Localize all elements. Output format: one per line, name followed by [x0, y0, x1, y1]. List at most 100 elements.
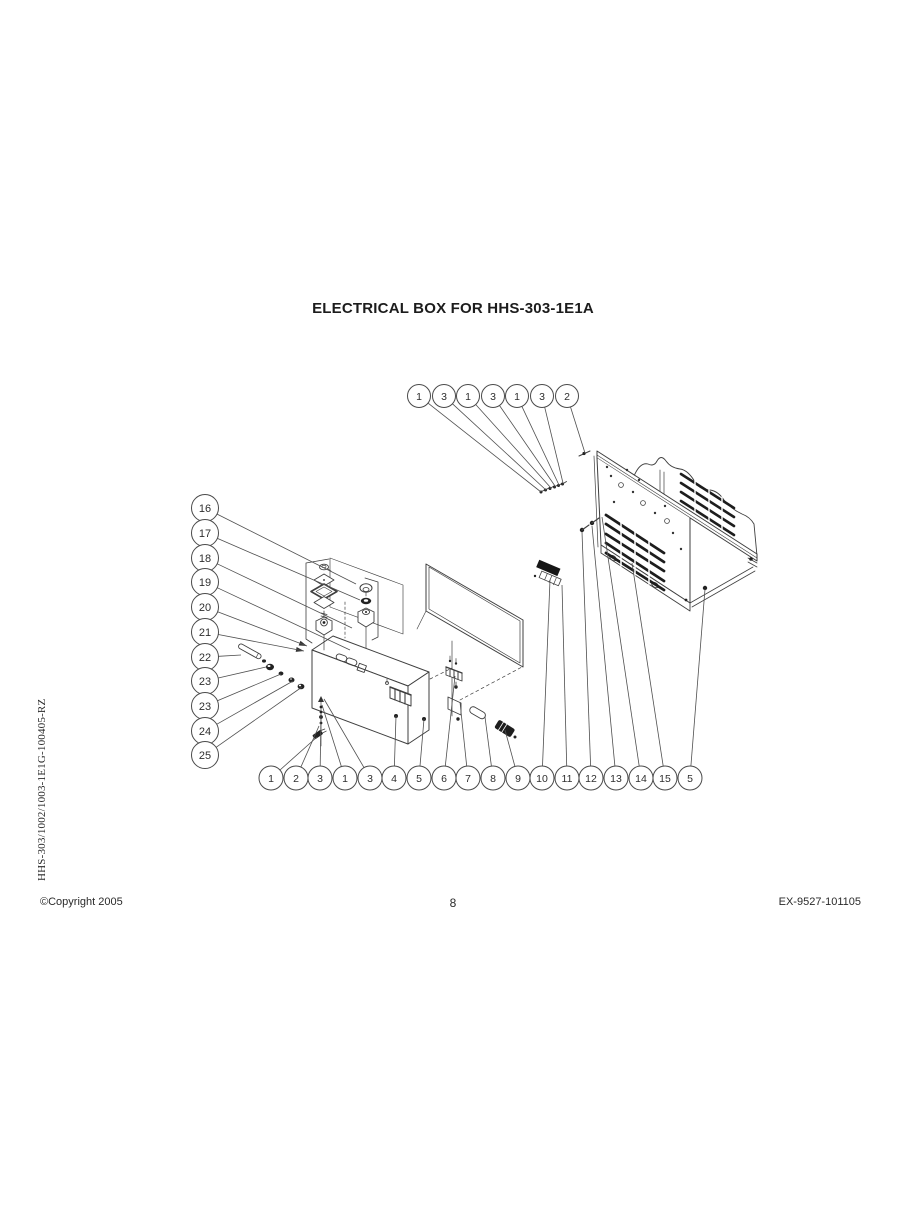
callout-left-10: 24 [191, 680, 294, 745]
callout-top-1: 1 [407, 384, 542, 493]
document-code-vertical: HHS-303/1002/1003-1E1G-100405-RZ [36, 698, 48, 881]
callout-circle [529, 765, 555, 791]
screw-cluster [539, 450, 591, 494]
leader-line [631, 562, 664, 767]
callout-circle [578, 765, 604, 791]
callout-top-7: 2 [555, 384, 586, 454]
leader-line [475, 404, 552, 489]
leader-line [279, 736, 318, 771]
callout-number: 22 [199, 652, 211, 664]
callout-bottom-14: 12 [578, 531, 604, 791]
callout-number: 10 [536, 773, 548, 785]
callout-bottom-8: 6 [431, 675, 457, 791]
callout-left-8: 23 [191, 666, 267, 695]
leader-line [394, 715, 397, 767]
callout-number: 1 [465, 391, 471, 403]
leader-line [427, 402, 542, 493]
callout-circle [407, 384, 431, 408]
callout-top-5: 1 [505, 384, 560, 486]
panel-hole-rings [618, 482, 670, 524]
callout-bottom-4: 1 [321, 704, 358, 791]
callout-number: 1 [416, 391, 422, 403]
callout-number: 21 [199, 627, 211, 639]
leader-line [521, 406, 560, 486]
callout-circle [191, 741, 219, 769]
callout-number: 18 [199, 553, 211, 565]
callout-number: 16 [199, 503, 211, 515]
leader-line [218, 654, 242, 657]
document-number: EX-9527-101105 [778, 896, 861, 908]
callout-bottom-12: 10 [529, 579, 555, 791]
leader-line [321, 704, 342, 767]
leader-line [601, 516, 640, 767]
leader-line [591, 525, 616, 767]
leader-line [561, 584, 568, 767]
callout-number: 24 [199, 726, 211, 738]
callout-left-5: 20 [191, 593, 308, 647]
leader-line [499, 405, 556, 487]
callout-bottom-13: 11 [554, 584, 580, 791]
callout-number: 1 [342, 773, 348, 785]
projection-lines [344, 601, 523, 701]
callout-bottom-16: 14 [601, 516, 654, 791]
leader-line [216, 680, 294, 725]
callout-number: 12 [585, 773, 597, 785]
switch-stack [310, 563, 338, 651]
cord-grip-parts [238, 643, 305, 690]
cover-plate [416, 563, 524, 668]
callout-number: 2 [564, 391, 570, 403]
callout-number: 13 [610, 773, 622, 785]
callout-bottom-1: 1 [258, 736, 318, 791]
louver-mullions-lower [620, 520, 650, 585]
callout-bottom-7: 5 [406, 718, 432, 791]
callout-number: 23 [199, 701, 211, 713]
leader-line [215, 686, 303, 748]
callout-top-6: 3 [530, 384, 564, 484]
callout-number: 23 [199, 676, 211, 688]
leader-line [216, 513, 357, 585]
callout-circle [381, 765, 407, 791]
callout-circle [505, 384, 529, 408]
callout-bottom-3: 3 [307, 712, 333, 791]
callout-top-4: 3 [481, 384, 556, 487]
leader-line [300, 725, 320, 768]
callout-number: 5 [687, 773, 693, 785]
callout-number: 2 [293, 773, 299, 785]
callout-circle [455, 765, 481, 791]
callout-number: 3 [367, 773, 373, 785]
outlet-stack [357, 583, 375, 649]
page-number: 8 [449, 896, 457, 910]
callout-number: 8 [490, 773, 496, 785]
callout-bottom-10: 8 [480, 716, 506, 791]
panel-holes [605, 465, 683, 551]
leader-line [217, 673, 282, 702]
leader-line [484, 716, 492, 767]
leader-line [690, 588, 706, 767]
vent-louvers-upper [679, 472, 736, 537]
louver-mullions-upper [694, 479, 723, 531]
callout-number: 7 [465, 773, 471, 785]
box-terminal-block [385, 678, 412, 707]
callout-bottom-6: 4 [381, 715, 407, 791]
leader-line [542, 579, 551, 767]
callout-number: 14 [635, 773, 647, 785]
callout-bottom-11: 9 [504, 729, 531, 791]
callout-number: 17 [199, 528, 211, 540]
callout-circle [555, 384, 579, 408]
leader-line [218, 666, 267, 679]
callout-circle [406, 765, 432, 791]
callout-circle [307, 765, 333, 791]
support-frame [689, 557, 758, 608]
callout-circle [480, 765, 506, 791]
callout-bottom-17: 15 [631, 562, 678, 791]
leader-line [323, 698, 365, 768]
callout-left-1: 16 [191, 494, 357, 585]
rear-panel-assembly [539, 450, 758, 612]
callout-number: 5 [416, 773, 422, 785]
callout-number: 3 [490, 391, 496, 403]
callout-number: 6 [441, 773, 447, 785]
callout-left-4: 19 [191, 568, 351, 651]
callout-circle [258, 765, 284, 791]
